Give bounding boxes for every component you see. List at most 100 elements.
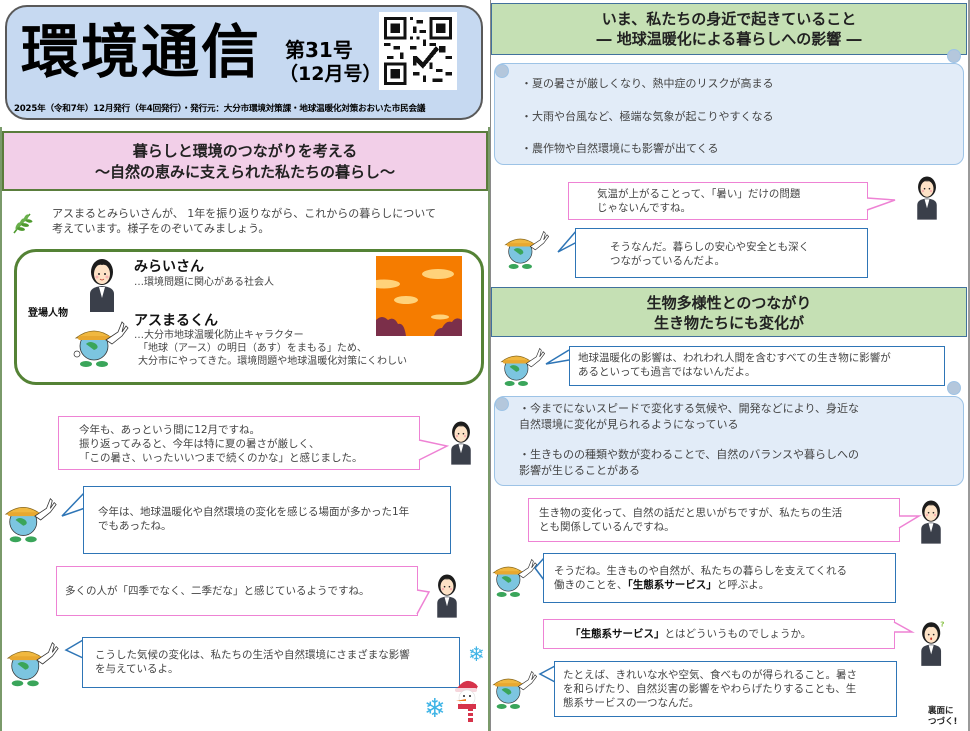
- dialogue-line: を和らげたり、自然災害の影響をやわらげたりすることも、生: [563, 683, 857, 695]
- note-line: 裏面に: [928, 706, 954, 716]
- speech-bubble-asumaru: 地球温暖化の影響は、われわれ人間を含むすべての生き物に影響が あるといっても過言…: [569, 346, 945, 386]
- bubble-tail: [866, 197, 896, 211]
- asumaru-avatar-icon: [73, 321, 129, 367]
- dialogue-line: 「この暑さ、いったいいつまで続くのかな」と感じました。: [79, 452, 363, 464]
- impact-item: ・農作物や自然環境にも影響が出てくる: [521, 142, 719, 155]
- dialogue-line: 多くの人が「四季でなく、二季だな」と感じているようですね。: [65, 585, 370, 597]
- bubble-tail: [534, 557, 545, 581]
- bubble-tail: [416, 589, 431, 615]
- qr-code-icon[interactable]: [379, 12, 457, 90]
- scroll-curl-icon: [495, 397, 509, 411]
- asumaru-avatar-icon: [492, 670, 538, 709]
- asumaru-avatar-icon: [500, 347, 546, 386]
- biodiversity-list: ・今までにないスピードで変化する気候や、開発などにより、身近な 自然環境に変化が…: [494, 396, 964, 486]
- section-header-lifestyle: 暮らしと環境のつながりを考える ～自然の恵みに支えられた私たちの暮らし～: [2, 131, 488, 191]
- ecosystem-services-term: 「生態系サービス」: [570, 628, 665, 640]
- header-subtitle: 生き物たちにも変化が: [653, 314, 804, 332]
- bubble-tail: [893, 621, 915, 633]
- issue-month: （12月号）: [279, 63, 382, 85]
- header-title: 暮らしと環境のつながりを考える: [132, 142, 358, 160]
- impacts-list: ・夏の暑さが厳しくなり、熱中症のリスクが高まる ・大雨や台風など、極端な気象が起…: [494, 63, 964, 165]
- mirai-thinking-avatar-icon: ?: [921, 619, 945, 666]
- asumaru-avatar-icon: [6, 642, 59, 687]
- mirai-avatar-icon: [451, 421, 471, 465]
- speech-bubble-asumaru: そうだね。生きものや自然が、私たちの暮らしを支えてくれる 働きのことを、「生態系…: [543, 553, 896, 603]
- character-desc-mirai: …環境問題に関心がある社会人: [134, 277, 274, 288]
- publication-info: 2025年（令和7年）12月発行（年4回発行）・発行元：大分市環境対策課・地球温…: [14, 104, 426, 114]
- dialogue-line: 今年も、あっという間に12月ですね。: [79, 424, 261, 436]
- snowman-icon: [455, 680, 482, 722]
- biodiversity-item: ・今までにないスピードで変化する気候や、開発などにより、身近な 自然環境に変化が…: [519, 401, 859, 433]
- dialogue-line: そうなんだ。暮らしの安心や安全とも深く: [610, 241, 810, 253]
- header-subtitle: ― 地球温暖化による暮らしへの影響 ―: [596, 30, 862, 48]
- dialogue-line: でもあったね。: [98, 520, 172, 532]
- snowflake-icon: ❄: [468, 642, 485, 666]
- character-desc-asumaru: …大分市地球温暖化防止キャラクター: [134, 330, 304, 341]
- masthead: 環境通信 第31号 （12月号） 2025年（令和7年: [5, 5, 483, 120]
- cast-label: 登場人物: [28, 308, 68, 319]
- speech-bubble-mirai: 多くの人が「四季でなく、二季だな」と感じているようですね。: [56, 566, 418, 616]
- bubble-tail: [538, 665, 556, 683]
- dialogue-line: 今年は、地球温暖化や自然環境の変化を感じる場面が多かった1年: [98, 506, 410, 518]
- text-span: と呼ぶよ。: [716, 579, 770, 591]
- section-header-biodiversity: 生物多様性とのつながり 生き物たちにも変化が: [491, 287, 967, 337]
- bubble-tail: [418, 439, 450, 461]
- dialogue-line: 気温が上がることって、「暑い」だけの問題: [597, 188, 801, 200]
- speech-bubble-mirai: 今年も、あっという間に12月ですね。 振り返ってみると、今年は特に夏の暑さが厳し…: [58, 416, 420, 470]
- bubble-tail: [545, 349, 570, 365]
- svg-text:?: ?: [940, 619, 944, 628]
- header-subtitle: ～自然の恵みに支えられた私たちの暮らし～: [94, 163, 395, 181]
- dialogue-line: を与えているよ。: [95, 663, 179, 675]
- header-title: 生物多様性とのつながり: [646, 294, 812, 312]
- character-desc-asumaru: 大分市にやってきた。環境問題や地球温暖化対策にくわしい: [138, 356, 407, 367]
- right-column: [490, 0, 970, 731]
- speech-bubble-mirai: 気温が上がることって、「暑い」だけの問題 じゃないんですね。: [568, 182, 868, 220]
- dialogue-line: こうした気候の変化は、私たちの生活や自然環境にさまざまな影響: [95, 649, 410, 661]
- dialogue-line: とも関係しているんですね。: [539, 521, 675, 533]
- bubble-tail: [61, 491, 86, 517]
- item-line: ・今までにないスピードで変化する気候や、開発などにより、身近な: [519, 402, 860, 415]
- sunset-sky-illustration: [376, 256, 462, 336]
- text-span: 働きのことを、: [554, 579, 628, 591]
- bubble-tail: [557, 229, 578, 253]
- asumaru-avatar-icon: [492, 558, 538, 597]
- header-title: いま、私たちの身近で起きていること: [601, 10, 857, 28]
- intro-text: アスまるとみらいさんが、 1年を振り返りながら、これからの暮らしについて 考えて…: [52, 206, 472, 236]
- issue-number: 第31号: [285, 38, 353, 62]
- text-span: とはどういうものでしょうか。: [664, 628, 812, 640]
- newsletter-title: 環境通信: [21, 18, 262, 86]
- impact-item: ・大雨や台風など、極端な気象が起こりやすくなる: [521, 110, 774, 123]
- mirai-avatar-icon: [90, 259, 114, 312]
- snowflake-icon: ❄: [424, 694, 446, 724]
- speech-bubble-asumaru: そうなんだ。暮らしの安心や安全とも深く つながっているんだよ。: [575, 228, 868, 278]
- mirai-avatar-icon: [917, 176, 937, 220]
- dialogue-line: 態系サービスの一つなんだ。: [563, 697, 700, 709]
- dialogue-line: たとえば、きれいな水や空気、食べものが得られること。暑さ: [563, 669, 857, 681]
- character-desc-asumaru: 「地球（アース）の明日（あす）をまもる」ため、: [138, 343, 367, 354]
- left-column: 環境通信 第31号 （12月号） 2025年（令和7年: [0, 5, 490, 731]
- speech-bubble-asumaru: こうした気候の変化は、私たちの生活や自然環境にさまざまな影響 を与えているよ。: [82, 637, 460, 688]
- character-name-mirai: みらいさん: [134, 259, 204, 275]
- speech-bubble-mirai: 生き物の変化って、自然の話だと思いがちですが、私たちの生活 とも関係しているんで…: [528, 498, 900, 542]
- bubble-tail: [64, 639, 84, 659]
- dialogue-line: 地球温暖化の影響は、われわれ人間を含むすべての生き物に影響が: [578, 352, 891, 364]
- speech-bubble-asumaru: 今年は、地球温暖化や自然環境の変化を感じる場面が多かった1年 でもあったね。: [83, 486, 451, 554]
- character-name-asumaru: アスまるくん: [134, 313, 218, 329]
- scroll-curl-icon: [947, 381, 961, 395]
- biodiversity-item: ・生きものの種類や数が変わることで、自然のバランスや暮らしへの 影響が生じること…: [519, 447, 859, 479]
- item-line: ・生きものの種類や数が変わることで、自然のバランスや暮らしへの: [519, 448, 860, 461]
- intro-line: 考えています。様子をのぞいてみましょう。: [52, 222, 270, 235]
- speech-bubble-mirai: 「生態系サービス」とはどういうものでしょうか。: [543, 619, 895, 649]
- bubble-tail: [898, 515, 922, 529]
- item-line: 自然環境に変化が見られるようになっている: [519, 418, 739, 431]
- speech-bubble-asumaru: たとえば、きれいな水や空気、食べものが得られること。暑さ を和らげたり、自然災害…: [554, 661, 897, 717]
- asumaru-avatar-icon: [4, 498, 57, 543]
- note-line: つづく!: [928, 717, 958, 727]
- section-header-impacts: いま、私たちの身近で起きていること ― 地球温暖化による暮らしへの影響 ―: [491, 3, 967, 55]
- dialogue-line: つながっているんだよ。: [610, 255, 725, 267]
- ecosystem-services-term: 「生態系サービス」: [627, 579, 717, 591]
- impact-item: ・夏の暑さが厳しくなり、熱中症のリスクが高まる: [521, 77, 774, 90]
- scroll-curl-icon: [947, 49, 961, 63]
- intro-line: アスまるとみらいさんが、 1年を振り返りながら、これからの暮らしについて: [52, 207, 436, 220]
- continue-on-back-note: 裏面に つづく!: [928, 706, 957, 728]
